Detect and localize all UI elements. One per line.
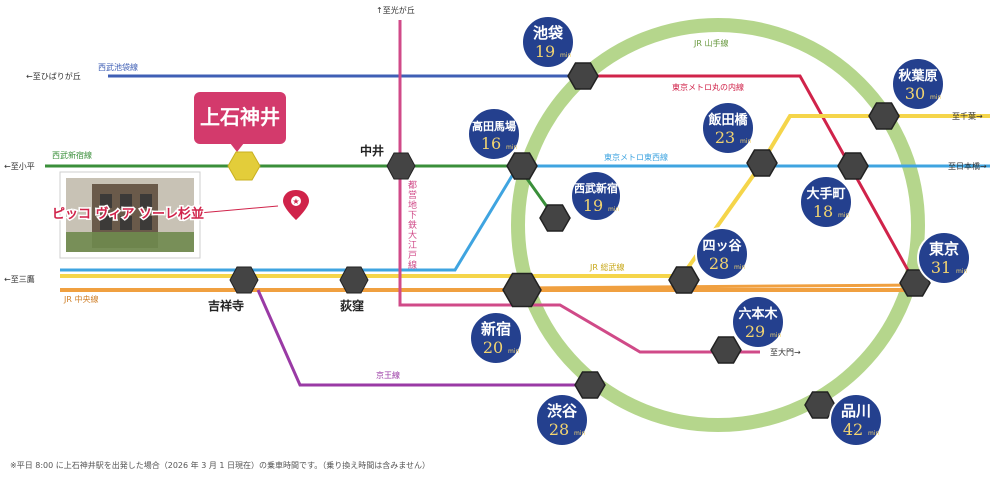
yotsuya-station-marker <box>668 266 700 294</box>
jr-sobu-line-name: JR 総武線 <box>589 262 624 272</box>
tokyo-station-name: 東京 <box>929 240 959 258</box>
property-name: ピッコ ヴィア ソーレ杉並 <box>52 206 204 222</box>
tozai-line-name: 東京メトロ東西線 <box>604 152 668 162</box>
iidabashi-minutes-unit: min <box>740 138 752 145</box>
roppongi-station-name: 六本木 <box>738 306 778 322</box>
direction-hikarigaoka: ↑至光が丘 <box>376 5 415 15</box>
iidabashi-minutes: 23 <box>715 128 735 147</box>
shinjuku-station-marker <box>502 272 542 308</box>
yotsuya-badge <box>695 227 749 281</box>
tokyo-minutes-unit: min <box>956 268 968 275</box>
shibuya-station-marker <box>574 371 606 399</box>
ogikubo-station-label: 荻窪 <box>340 298 364 313</box>
takadanobaba-minutes-unit: min <box>506 144 518 151</box>
property-photo-frame <box>59 171 201 259</box>
akihabara-minutes: 30 <box>905 84 925 103</box>
shinagawa-station-marker <box>804 391 836 419</box>
kichijoji-station-marker <box>229 266 259 294</box>
yamanote-line-name: JR 山手線 <box>693 38 728 48</box>
home-station-callout <box>194 92 286 152</box>
marunouchi-line <box>583 74 917 284</box>
oedo-line <box>398 20 760 354</box>
seibu-ikebukuro-line-name: 西武池袋線 <box>98 62 138 72</box>
direction-daimon: 至大門→ <box>770 347 801 357</box>
kichijoji-station-label: 吉祥寺 <box>208 298 244 313</box>
shibuya-minutes-unit: min <box>574 430 586 437</box>
seibushinjuku-minutes: 19 <box>583 196 603 215</box>
jr-chuo-line-name: JR 中央線 <box>63 294 98 304</box>
marunouchi-line-name: 東京メトロ丸の内線 <box>672 82 744 92</box>
otemachi-minutes-unit: min <box>838 212 850 219</box>
seibushinjuku-station-marker <box>539 204 571 232</box>
akihabara-station-name: 秋葉原 <box>898 68 937 84</box>
direction-mitaka: ←至三鷹 <box>4 274 35 284</box>
shinagawa-badge <box>829 393 883 447</box>
otemachi-badge <box>799 175 853 229</box>
svg-text:★: ★ <box>292 197 299 206</box>
shinjuku-badge <box>469 311 523 365</box>
shinagawa-minutes-unit: min <box>868 430 880 437</box>
direction-nihonbashi: 至日本橋→ <box>948 161 987 171</box>
takadanobaba-station-marker <box>506 152 538 180</box>
property-connector <box>187 205 279 215</box>
tokyo-badge <box>917 231 971 285</box>
tokyo-minutes: 31 <box>931 258 951 277</box>
direction-chiba: 至千葉→ <box>952 111 983 121</box>
keio-line <box>256 289 590 387</box>
seibu-shinjuku-line-name: 西武新宿線 <box>52 150 92 160</box>
home-station-marker <box>227 151 261 181</box>
ikebukuro-minutes: 19 <box>535 42 555 61</box>
shinjuku-station-name: 新宿 <box>481 320 511 338</box>
otemachi-station-marker <box>837 152 869 180</box>
keio-line-name: 京王線 <box>376 370 400 380</box>
jr-chuo-tail <box>519 283 916 290</box>
shinjuku-minutes-unit: min <box>508 348 520 355</box>
shinagawa-station-name: 品川 <box>841 402 871 420</box>
akihabara-badge <box>891 57 945 111</box>
ikebukuro-badge <box>521 15 575 69</box>
shibuya-station-name: 渋谷 <box>547 402 578 420</box>
location-pin-icon: ★ <box>283 190 309 220</box>
iidabashi-badge <box>701 101 755 155</box>
oedo-line-name: 都営地下鉄大江戸線 <box>408 180 417 271</box>
shinagawa-minutes: 42 <box>843 420 863 439</box>
direction-kodaira: ←至小平 <box>4 162 35 171</box>
home-station-label: 上石神井 <box>200 105 280 129</box>
property-photo <box>65 177 195 253</box>
roppongi-minutes: 29 <box>745 322 765 341</box>
direction-hibarigaoka: ←至ひばりが丘 <box>26 71 81 81</box>
shibuya-badge <box>535 393 589 447</box>
shibuya-minutes: 28 <box>549 420 569 439</box>
takadanobaba-badge <box>467 107 521 161</box>
roppongi-station-marker <box>710 336 742 364</box>
nakai-station-marker <box>386 152 416 180</box>
yotsuya-minutes: 28 <box>709 254 729 273</box>
otemachi-minutes: 18 <box>813 202 833 221</box>
shinjuku-minutes: 20 <box>483 338 503 357</box>
ikebukuro-station-name: 池袋 <box>533 24 564 42</box>
akihabara-minutes-unit: min <box>930 94 942 101</box>
roppongi-badge <box>731 295 785 349</box>
ikebukuro-minutes-unit: min <box>560 52 572 59</box>
akihabara-station-marker <box>868 102 900 130</box>
takadanobaba-minutes: 16 <box>481 134 501 153</box>
takadanobaba-station-name: 高田馬場 <box>472 119 516 133</box>
yotsuya-minutes-unit: min <box>734 264 746 271</box>
yamanote-loop <box>511 18 925 432</box>
iidabashi-station-marker <box>746 149 778 177</box>
seibushinjuku-badge <box>570 170 622 222</box>
seibushinjuku-station-name: 西武新宿 <box>574 181 618 195</box>
ogikubo-station-marker <box>339 266 369 294</box>
roppongi-minutes-unit: min <box>770 332 782 339</box>
nakai-station-label: 中井 <box>360 143 384 158</box>
otemachi-station-name: 大手町 <box>806 186 845 202</box>
yotsuya-station-name: 四ッ谷 <box>702 238 742 254</box>
footnote: ※平日 8:00 に上石神井駅を出発した場合（2026 年 3 月 1 日現在）… <box>10 461 430 470</box>
seibushinjuku-minutes-unit: min <box>608 206 620 213</box>
ikebukuro-station-marker <box>567 62 599 90</box>
iidabashi-station-name: 飯田橋 <box>707 112 748 128</box>
